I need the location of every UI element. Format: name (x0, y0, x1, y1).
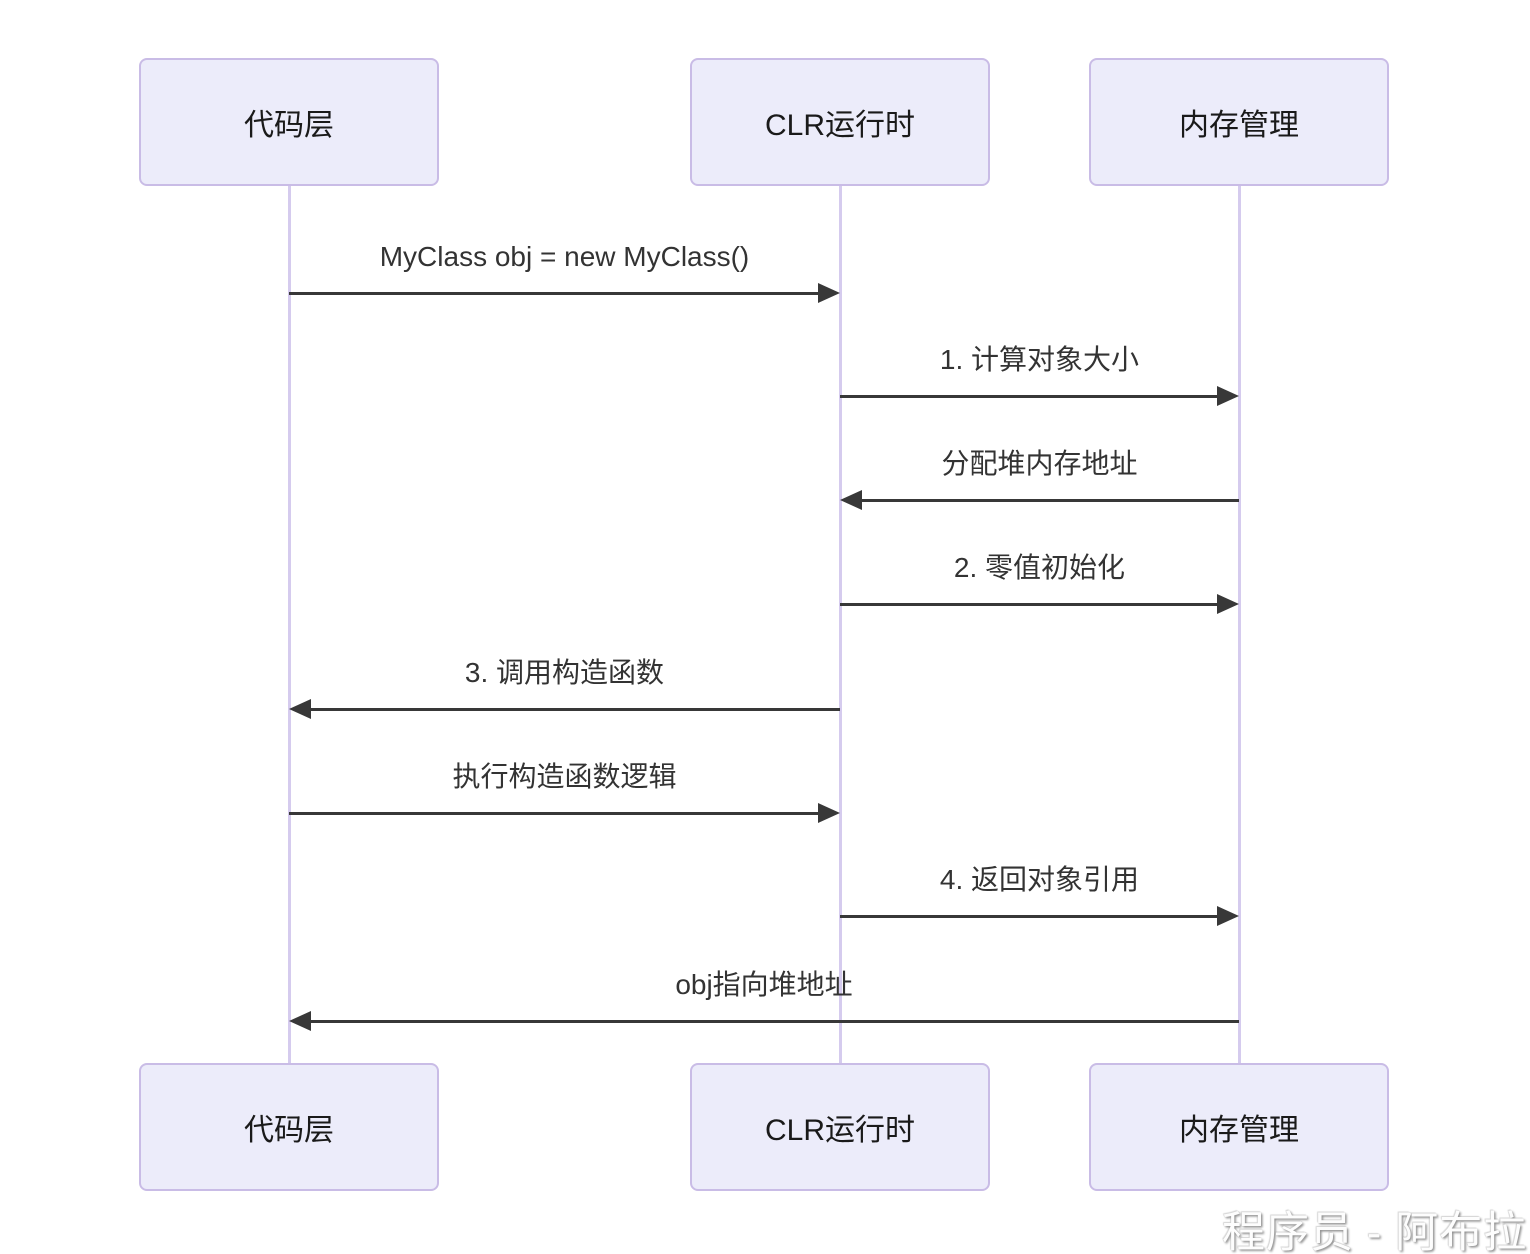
actor-label: 代码层 (244, 1114, 334, 1147)
message-label: 1. 计算对象大小 (939, 344, 1140, 375)
message-arrow-line (840, 602, 1221, 606)
actor-bottom-code-layer: 代码层 (139, 1063, 439, 1191)
message-arrowhead-right (818, 803, 840, 823)
watermark: 程序员 - 阿布拉 (1222, 1209, 1528, 1254)
message-arrowhead-right (1217, 594, 1239, 614)
actor-label: CLR运行时 (764, 1114, 915, 1147)
message-arrow-line (289, 811, 822, 815)
actor-bottom-memory-management: 内存管理 (1089, 1063, 1389, 1191)
actor-top-memory-management: 内存管理 (1089, 58, 1389, 186)
message-arrow-line (840, 914, 1221, 918)
lifeline-clr-runtime (838, 186, 842, 1063)
message-arrowhead-right (1217, 386, 1239, 406)
message-arrowhead-left (289, 1011, 311, 1031)
message-label: obj指向堆地址 (675, 969, 853, 1000)
actor-top-code-layer: 代码层 (139, 58, 439, 186)
actor-label: 代码层 (244, 109, 334, 142)
message-arrowhead-left (289, 699, 311, 719)
actor-label: 内存管理 (1179, 109, 1299, 142)
actor-label: CLR运行时 (764, 109, 915, 142)
lifeline-memory-management (1237, 186, 1241, 1063)
message-arrow-line (289, 291, 822, 295)
message-label: 3. 调用构造函数 (464, 657, 665, 688)
lifeline-code-layer (287, 186, 291, 1063)
message-label: 2. 零值初始化 (953, 552, 1126, 583)
actor-top-clr-runtime: CLR运行时 (690, 58, 990, 186)
actor-bottom-clr-runtime: CLR运行时 (690, 1063, 990, 1191)
message-arrowhead-left (840, 490, 862, 510)
actor-label: 内存管理 (1179, 1114, 1299, 1147)
message-arrow-line (307, 707, 840, 711)
message-arrowhead-right (818, 283, 840, 303)
message-label: 执行构造函数逻辑 (452, 761, 677, 792)
message-label: 4. 返回对象引用 (939, 864, 1140, 895)
message-arrow-line (307, 1019, 1239, 1023)
message-arrow-line (840, 394, 1221, 398)
message-arrowhead-right (1217, 906, 1239, 926)
message-label: MyClass obj = new MyClass() (379, 241, 750, 272)
message-label: 分配堆内存地址 (941, 448, 1138, 479)
message-arrow-line (858, 498, 1239, 502)
